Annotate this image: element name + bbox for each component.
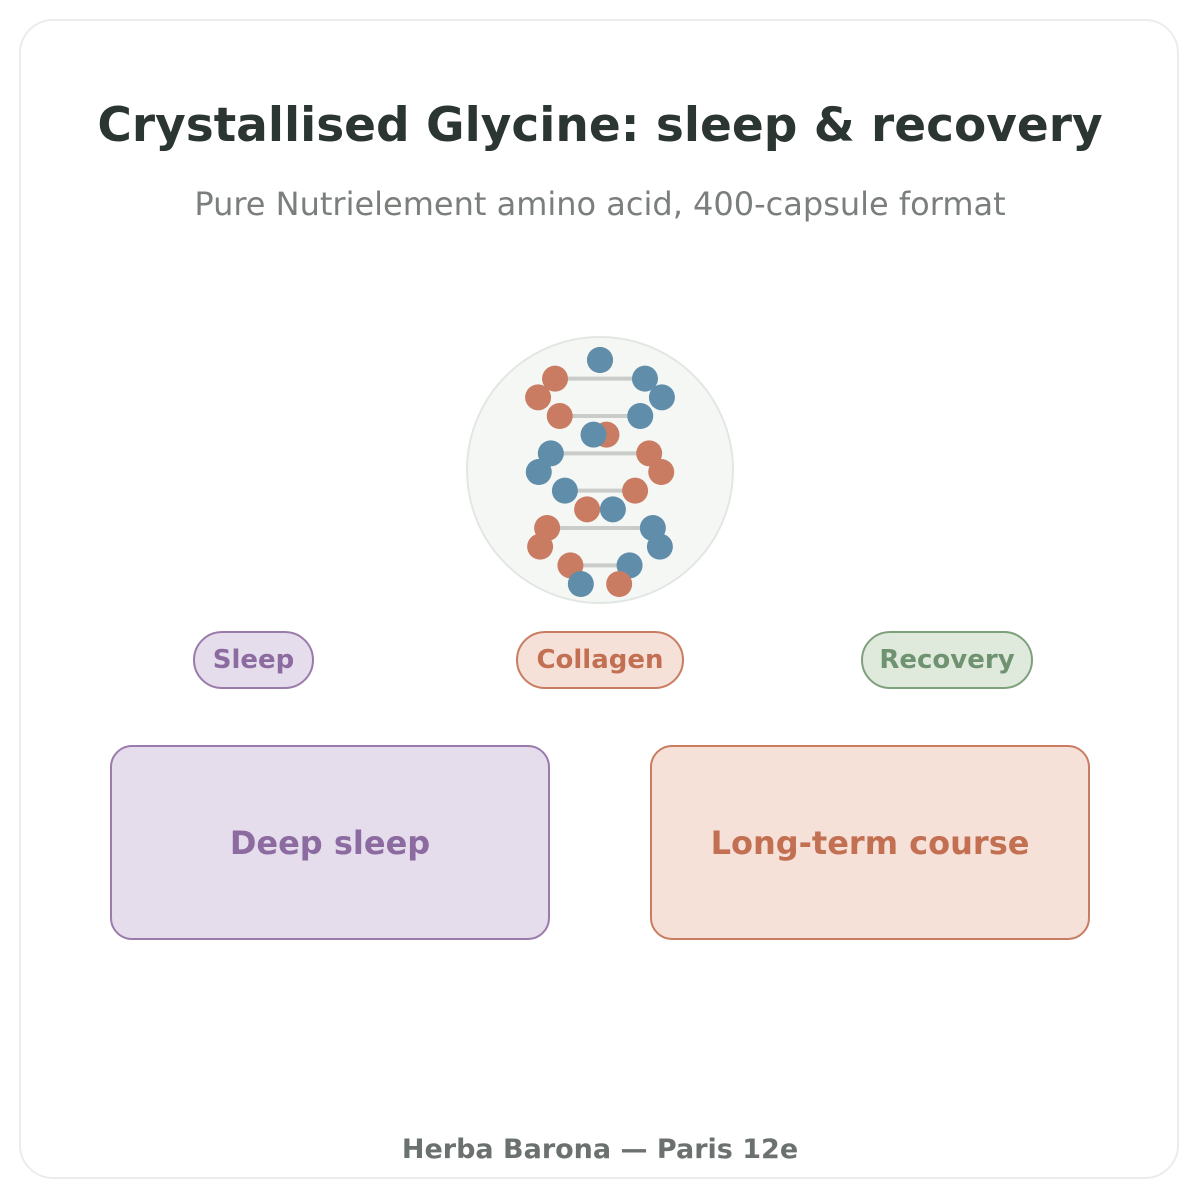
helix-bead xyxy=(606,571,633,597)
helix-bead xyxy=(527,533,554,560)
helix-bead xyxy=(551,477,578,504)
tag-sleep-label: Sleep xyxy=(212,645,295,675)
helix-bead xyxy=(567,571,594,597)
helix-bead xyxy=(587,347,613,373)
helix-bead xyxy=(636,440,663,467)
tag-recovery: Recovery xyxy=(861,631,1033,689)
helix-bead xyxy=(627,403,654,429)
helix-bead xyxy=(542,365,569,392)
helix-bead xyxy=(546,403,573,429)
helix-bead xyxy=(631,365,658,392)
helix-bead xyxy=(574,496,601,523)
tag-recovery-label: Recovery xyxy=(879,645,1015,675)
helix-bead xyxy=(537,440,564,467)
tag-collagen: Collagen xyxy=(516,631,684,689)
card-deep-sleep-label: Deep sleep xyxy=(229,823,431,862)
helix-bead xyxy=(648,459,675,485)
helix-bead xyxy=(580,421,607,448)
page-subtitle: Pure Nutrielement amino acid, 400-capsul… xyxy=(194,185,1006,223)
tag-sleep: Sleep xyxy=(193,631,314,689)
page-title: Crystallised Glycine: sleep & recovery xyxy=(97,98,1103,153)
card-long-term-course-label: Long-term course xyxy=(710,823,1030,862)
footer-text: Herba Barona — Paris 12e xyxy=(401,1134,799,1165)
card-deep-sleep: Deep sleep xyxy=(110,745,550,940)
card-long-term-course: Long-term course xyxy=(650,745,1090,940)
dna-helix-icon xyxy=(466,336,736,606)
helix-beads xyxy=(525,347,675,597)
helix-bead xyxy=(648,384,675,411)
helix-bead xyxy=(525,459,552,485)
helix-bead xyxy=(646,533,673,560)
tag-collagen-label: Collagen xyxy=(536,645,664,675)
dna-helix-graphic xyxy=(466,336,734,604)
helix-bead xyxy=(599,496,626,523)
helix-bead xyxy=(622,477,649,504)
helix-bead xyxy=(525,384,552,411)
helix-rungs xyxy=(553,376,647,568)
